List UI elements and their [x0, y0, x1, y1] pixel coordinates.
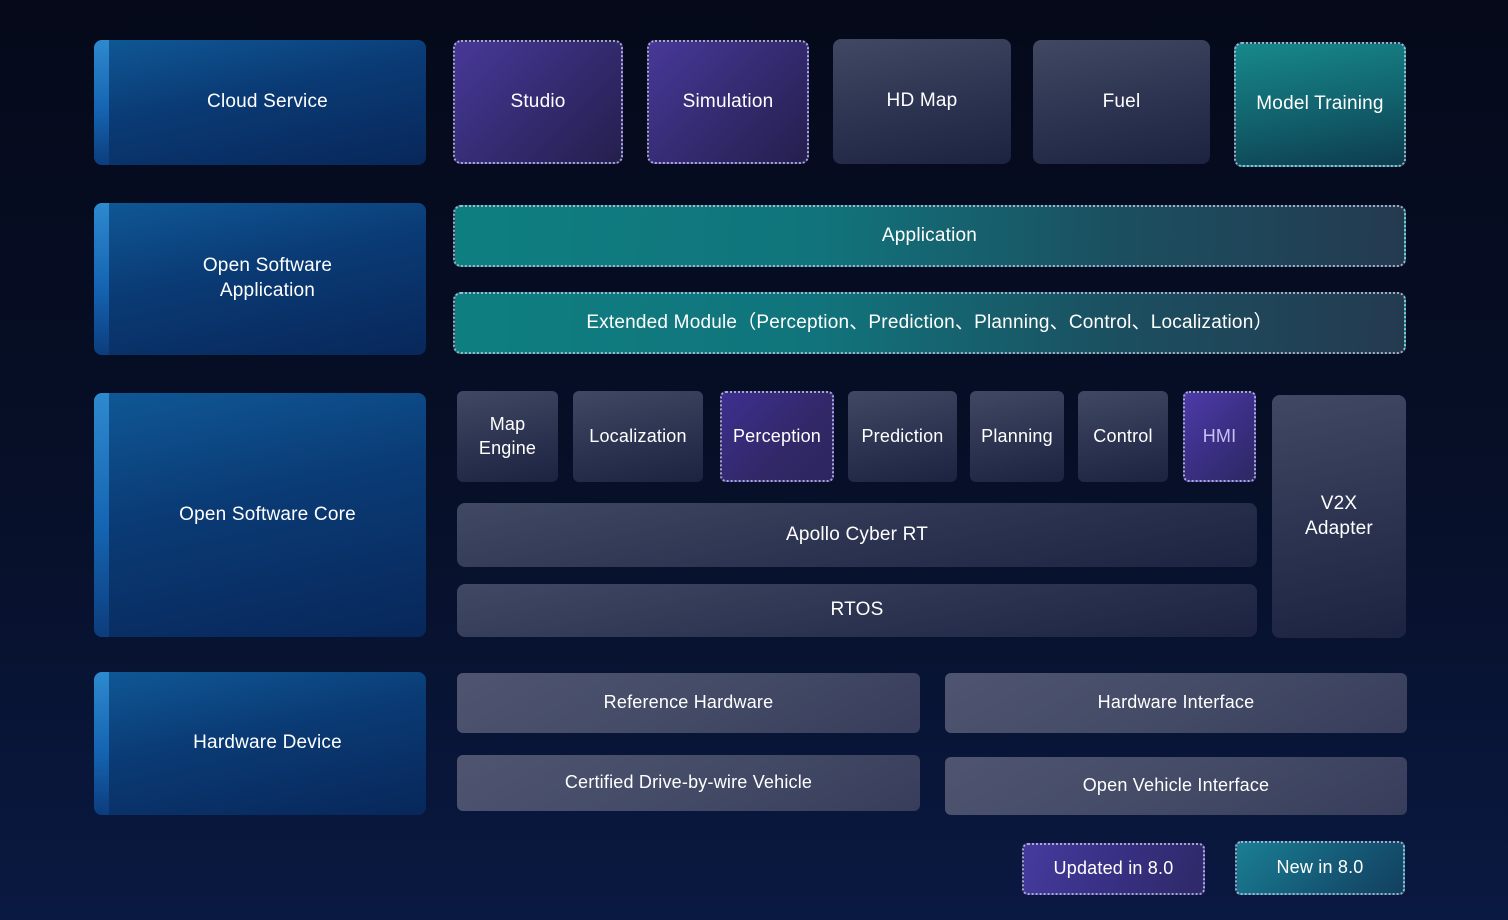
box-v2x-adapter: V2X Adapter — [1272, 395, 1406, 638]
box-control: Control — [1078, 391, 1168, 482]
box-label: Reference Hardware — [603, 692, 774, 713]
category-accent-stripe — [94, 672, 109, 815]
box-planning: Planning — [970, 391, 1064, 482]
box-certified-drive-by-wire-vehicle: Certified Drive-by-wire Vehicle — [457, 755, 920, 811]
box-label: Studio — [510, 90, 566, 112]
bar-extended-module: Extended Module（Perception、Prediction、Pl… — [453, 292, 1406, 354]
box-hardware-interface: Hardware Interface — [945, 673, 1407, 733]
box-hmi: HMI — [1183, 391, 1256, 482]
box-label: Hardware Interface — [1097, 692, 1255, 713]
bar-rtos: RTOS — [457, 584, 1257, 637]
box-label: Model Training — [1256, 93, 1384, 115]
box-map-engine: Map Engine — [457, 391, 558, 482]
category-label: Cloud Service — [207, 91, 328, 113]
box-studio: Studio — [453, 40, 623, 164]
bar-application: Application — [453, 205, 1406, 267]
box-label: Simulation — [682, 90, 774, 112]
legend-label: Updated in 8.0 — [1053, 858, 1174, 879]
box-label: HMI — [1202, 425, 1237, 446]
category-box-open-software-core: Open Software Core — [94, 393, 426, 637]
box-label: Open Vehicle Interface — [1082, 775, 1270, 796]
category-accent-stripe — [94, 393, 109, 637]
box-localization: Localization — [573, 391, 703, 482]
box-simulation: Simulation — [647, 40, 809, 164]
box-label: Localization — [589, 425, 687, 446]
box-model-training: Model Training — [1234, 42, 1406, 167]
box-label: V2X Adapter — [1305, 492, 1373, 539]
category-accent-stripe — [94, 40, 109, 165]
box-open-vehicle-interface: Open Vehicle Interface — [945, 757, 1407, 815]
bar-apollo-cyber-rt: Apollo Cyber RT — [457, 503, 1257, 567]
category-label: Open Software Application — [202, 255, 333, 301]
box-label: Prediction — [861, 425, 944, 446]
legend-updated-badge: Updated in 8.0 — [1022, 843, 1205, 895]
bar-label: Apollo Cyber RT — [785, 523, 929, 545]
box-prediction: Prediction — [848, 391, 957, 482]
legend-label: New in 8.0 — [1276, 857, 1364, 878]
box-hd-map: HD Map — [833, 39, 1011, 164]
bar-label: Application — [881, 224, 978, 246]
category-box-open-software-application: Open Software Application — [94, 203, 426, 355]
box-label: Control — [1093, 425, 1153, 446]
box-label: Fuel — [1102, 90, 1141, 112]
box-fuel: Fuel — [1033, 40, 1210, 164]
category-box-cloud-service: Cloud Service — [94, 40, 426, 165]
bar-label: Extended Module（Perception、Prediction、Pl… — [586, 311, 1273, 333]
category-box-hardware-device: Hardware Device — [94, 672, 426, 815]
legend-new-badge: New in 8.0 — [1235, 841, 1405, 895]
box-perception: Perception — [720, 391, 834, 482]
box-label: HD Map — [886, 90, 958, 112]
box-label: Planning — [981, 425, 1053, 446]
box-reference-hardware: Reference Hardware — [457, 673, 920, 733]
box-label: Certified Drive-by-wire Vehicle — [564, 772, 813, 793]
category-label: Hardware Device — [193, 732, 342, 754]
category-label: Open Software Core — [179, 503, 356, 525]
box-label: Perception — [732, 425, 822, 446]
box-label: Map Engine — [478, 414, 537, 458]
bar-label: RTOS — [830, 599, 884, 621]
category-accent-stripe — [94, 203, 109, 355]
